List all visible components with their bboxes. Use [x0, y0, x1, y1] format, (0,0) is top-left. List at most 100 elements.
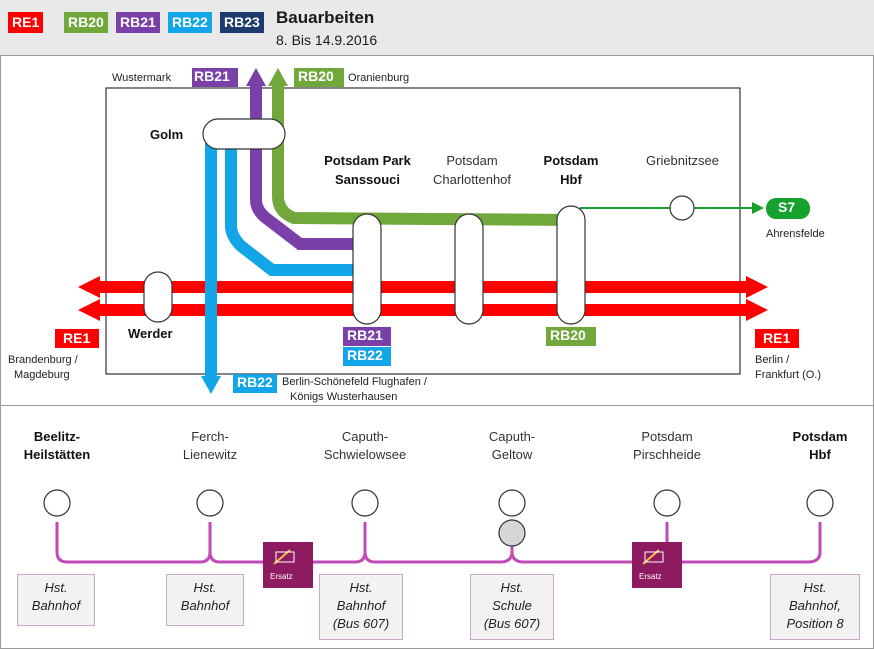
box-line1: Hst. [500, 580, 524, 595]
bus-stop-ferch: Ferch- Lienewitz [145, 428, 275, 464]
ersatz-label: Ersatz [639, 572, 662, 581]
ersatz-label: Ersatz [270, 572, 293, 581]
box-line3: (Bus 607) [483, 616, 541, 631]
ersatz-icon [263, 542, 313, 588]
rb22-badge-down [233, 374, 277, 393]
box-line1: Hst. [193, 580, 217, 595]
header-date: 8. Bis 14.9.2016 [276, 32, 378, 48]
label-werder: Werder [128, 326, 173, 341]
label-oranienburg: Oranienburg [348, 72, 410, 84]
stop-name-line1: Beelitz- [33, 429, 81, 444]
label-hbf-2: Hbf [560, 172, 582, 187]
stop-name-line1: Caputh- [488, 429, 536, 444]
station-park-sanssouci [352, 213, 382, 325]
re1-badge-left [55, 329, 99, 348]
bus-stop-circle [196, 489, 224, 517]
bus-stop-circle-extra [498, 519, 526, 547]
label-park-sanssouci-1: Potsdam Park [324, 153, 411, 168]
rb22-badge-bottom [343, 347, 391, 366]
label-hbf-1: Potsdam [543, 153, 599, 168]
station-hbf [556, 205, 586, 325]
bus-stop-box: Hst. Bahnhof [17, 574, 95, 626]
label-charlottenhof-1: Potsdam [446, 153, 498, 168]
box-line3: Position 8 [786, 616, 844, 631]
bus-stop-caputh-geltow: Caputh- Geltow [447, 428, 577, 464]
label-ahrensfelde: Ahrensfelde [766, 228, 825, 240]
label-park-sanssouci-2: Sanssouci [334, 172, 401, 187]
box-line2: Bahnhof [180, 598, 230, 613]
label-wustermark: Wustermark [112, 72, 172, 84]
s7-badge [766, 198, 810, 219]
rb22-arrow-down [201, 376, 221, 394]
badge-rb23: RB23 [220, 12, 264, 33]
re1-track-lower [96, 304, 748, 316]
rb20-badge-top [294, 68, 344, 87]
rb21-badge-top [192, 68, 238, 87]
station-golm [202, 118, 286, 150]
label-rb20-bottom: RB20 [550, 327, 586, 343]
badge-rb22: RB22 [168, 12, 212, 33]
box-line2: Bahnhof, [788, 598, 842, 613]
bus-stop-circle [806, 489, 834, 517]
station-charlottenhof [454, 213, 484, 325]
header-title: Bauarbeiten [276, 8, 375, 27]
label-charlottenhof-2: Charlottenhof [432, 172, 512, 187]
box-line1: Hst. [349, 580, 373, 595]
label-berlin-2: Frankfurt (O.) [755, 369, 822, 381]
stop-name-line1: Potsdam [641, 429, 693, 444]
stop-name-line2: Lienewitz [182, 447, 238, 462]
box-line2: Schule [492, 598, 532, 613]
badge-rb20: RB20 [64, 12, 108, 33]
label-re1-right: RE1 [763, 330, 791, 346]
label-re1-left: RE1 [63, 330, 91, 346]
label-rb20-top: RB20 [298, 68, 334, 84]
rb21-track [250, 86, 360, 250]
bus-stop-caputh-schwielowsee: Caputh- Schwielowsee [300, 428, 430, 464]
station-werder [143, 271, 173, 323]
label-schoenefeld-1: Berlin-Schönefeld Flughafen / [282, 376, 427, 388]
label-rb22-bottom: RB22 [347, 347, 383, 363]
stop-name-line2: Pirschheide [633, 447, 701, 462]
bus-stop-box: Hst. Schule (Bus 607) [470, 574, 554, 640]
rb20-arrow-up [268, 68, 288, 86]
bus-stop-circle [653, 489, 681, 517]
re1-arrow-right-lower [746, 299, 768, 321]
stop-name-line1: Potsdam [792, 429, 848, 444]
box-line2: Bahnhof [336, 598, 386, 613]
bus-stop-pirschheide: Potsdam Pirschheide [602, 428, 732, 464]
stop-name-line2: Heilstätten [23, 447, 91, 462]
bus-stop-markers [43, 489, 834, 547]
label-schoenefeld-2: Königs Wusterhausen [290, 391, 398, 403]
bus-stop-box: Hst. Bahnhof, Position 8 [770, 574, 860, 640]
ersatz-icon [632, 542, 682, 588]
bus-stop-box: Hst. Bahnhof [166, 574, 244, 626]
re1-arrow-right-upper [746, 276, 768, 298]
re1-arrow-left-upper [78, 276, 100, 298]
label-rb21-bottom: RB21 [347, 327, 383, 343]
rb20-track [272, 86, 581, 226]
box-line2: Bahnhof [31, 598, 81, 613]
box-line1: Hst. [803, 580, 827, 595]
stop-name-line2: Schwielowsee [323, 447, 407, 462]
label-s7: S7 [778, 199, 796, 215]
stop-name-line1: Caputh- [341, 429, 389, 444]
re1-arrow-left-lower [78, 299, 100, 321]
rb20-badge-bottom [546, 327, 596, 346]
bus-stop-beelitz: Beelitz- Heilstätten [0, 428, 122, 464]
label-berlin-1: Berlin / [755, 354, 790, 366]
network-box [105, 87, 741, 375]
rb21-arrow-up [246, 68, 266, 86]
section-divider [0, 405, 874, 406]
bus-stop-circle [498, 489, 526, 517]
stop-name-line1: Ferch- [191, 429, 229, 444]
box-line3: (Bus 607) [332, 616, 390, 631]
re1-badge-right [755, 329, 799, 348]
s7-arrow-right [752, 202, 764, 214]
label-rb21-top: RB21 [194, 68, 230, 84]
bus-stop-potsdam-hbf: Potsdam Hbf [755, 428, 874, 464]
bus-route-line [55, 522, 822, 564]
badge-rb21: RB21 [116, 12, 160, 33]
label-golm: Golm [150, 127, 184, 142]
stop-name-line2: Geltow [491, 447, 533, 462]
